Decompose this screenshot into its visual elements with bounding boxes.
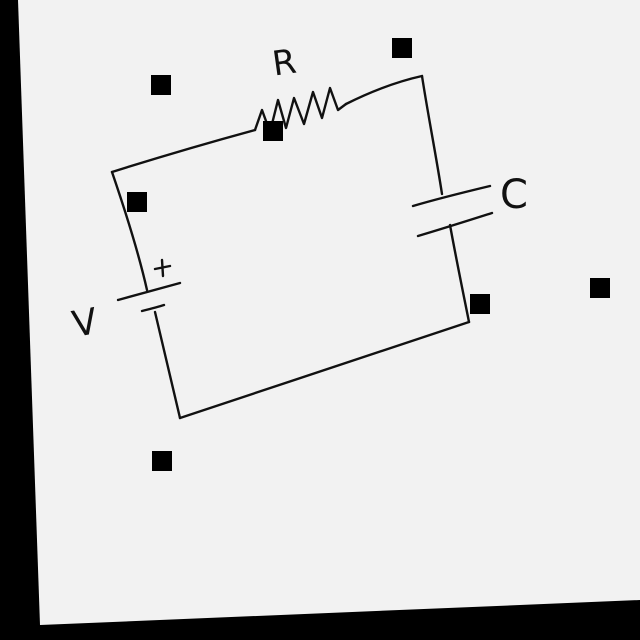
wire-top-left xyxy=(110,128,257,174)
battery-plate-long xyxy=(116,281,182,302)
wire-left-lower xyxy=(153,310,182,420)
capacitor-plate-bottom xyxy=(416,211,494,238)
marker-square xyxy=(263,121,283,141)
wire-bottom xyxy=(178,320,471,420)
resistor-label: R xyxy=(270,42,299,85)
wire-left-upper xyxy=(110,170,149,292)
wire-right-upper xyxy=(420,74,444,196)
marker-square xyxy=(392,38,412,58)
battery-plus-mark xyxy=(153,258,172,278)
capacitor-plate-top xyxy=(411,184,492,208)
marker-square xyxy=(590,278,610,298)
marker-square xyxy=(127,192,147,212)
wire-top-right xyxy=(344,74,424,106)
marker-square xyxy=(151,75,171,95)
capacitor-label: C xyxy=(500,172,528,218)
paper-sheet xyxy=(18,0,640,625)
marker-square xyxy=(152,451,172,471)
battery-plate-short xyxy=(140,303,166,313)
wire-right-lower xyxy=(448,223,471,324)
marker-square xyxy=(470,294,490,314)
